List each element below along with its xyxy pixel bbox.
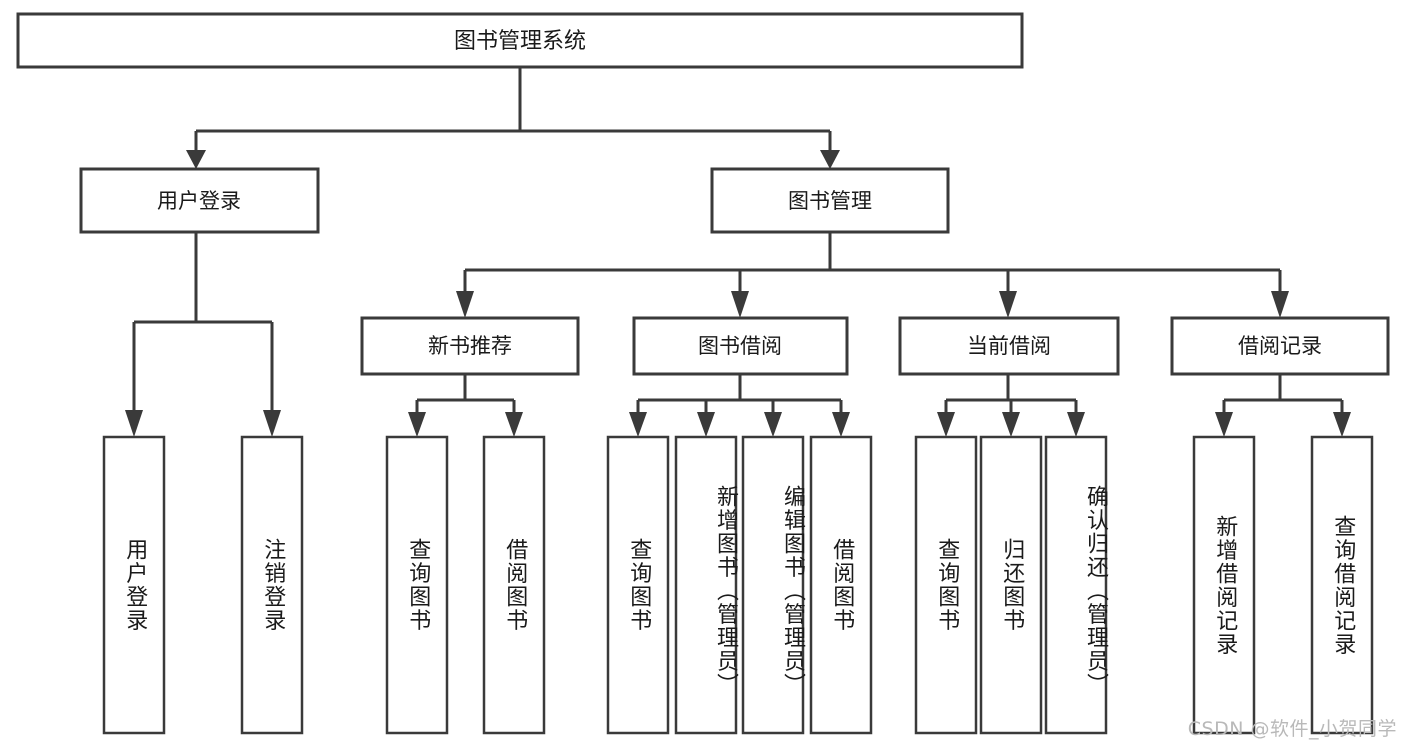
arrow-head-br-leaf1 [1215, 412, 1233, 437]
leaf-box-new-book-0[interactable] [385, 435, 449, 735]
node-book-borrow[interactable] [632, 316, 849, 376]
arrow-head-nb-leaf1 [408, 412, 426, 437]
arrow-head-leaf-user-login [125, 410, 143, 437]
arrow-head-bb-leaf1 [629, 412, 647, 437]
node-root-label: 图书管理系统 [454, 29, 586, 54]
arrow-head-cb-leaf3 [1067, 412, 1085, 437]
arrow-head-current-borrow [999, 291, 1017, 318]
node-borrow-record[interactable] [1170, 316, 1390, 376]
leaf-box-borrow-record-1[interactable] [1310, 435, 1374, 735]
arrow-head-new-book [456, 291, 474, 318]
leaf-box-new-book-1[interactable] [482, 435, 546, 735]
csdn-watermark: CSDN @软件_小贺同学 [1187, 718, 1397, 740]
arrow-head-user-login [186, 150, 206, 169]
leaf-box-current-borrow-0[interactable] [914, 435, 978, 735]
leaf-box-book-borrow-3[interactable] [809, 435, 873, 735]
node-book-management[interactable] [710, 167, 950, 234]
leaf-box-borrow-record-0[interactable] [1192, 435, 1256, 735]
arrow-head-nb-leaf2 [505, 412, 523, 437]
node-book-management-label: 图书管理 [788, 189, 872, 213]
arrow-head-borrow-record [1271, 291, 1289, 318]
node-current-borrow[interactable] [898, 316, 1120, 376]
arrow-head-book-manage [820, 150, 840, 169]
arrow-head-bb-leaf2 [697, 412, 715, 437]
node-current-borrow-label: 当前借阅 [967, 334, 1051, 358]
leaf-box-book-borrow-0[interactable] [606, 435, 670, 735]
node-new-book-recommend-label: 新书推荐 [428, 334, 512, 358]
leaf-box-user-login-0[interactable] [102, 435, 166, 735]
leaf-box-current-borrow-1[interactable] [979, 435, 1043, 735]
arrow-head-book-borrow [731, 291, 749, 318]
node-root[interactable] [16, 12, 1024, 69]
arrow-head-leaf-logout [263, 410, 281, 437]
node-borrow-record-label: 借阅记录 [1238, 334, 1322, 358]
leaf-box-current-borrow-2[interactable] [1044, 435, 1108, 735]
node-user-login[interactable] [79, 167, 320, 234]
node-user-login-label: 用户登录 [157, 189, 241, 213]
arrow-head-bb-leaf3 [764, 412, 782, 437]
leaf-box-book-borrow-1[interactable] [674, 435, 738, 735]
leaf-box-user-login-1[interactable] [240, 435, 304, 735]
leaf-box-book-borrow-2[interactable] [741, 435, 805, 735]
node-book-borrow-label: 图书借阅 [698, 334, 782, 358]
node-new-book-recommend[interactable] [360, 316, 580, 376]
arrow-head-cb-leaf2 [1002, 412, 1020, 437]
arrow-head-br-leaf2 [1333, 412, 1351, 437]
arrow-head-cb-leaf1 [937, 412, 955, 437]
arrow-head-bb-leaf4 [832, 412, 850, 437]
